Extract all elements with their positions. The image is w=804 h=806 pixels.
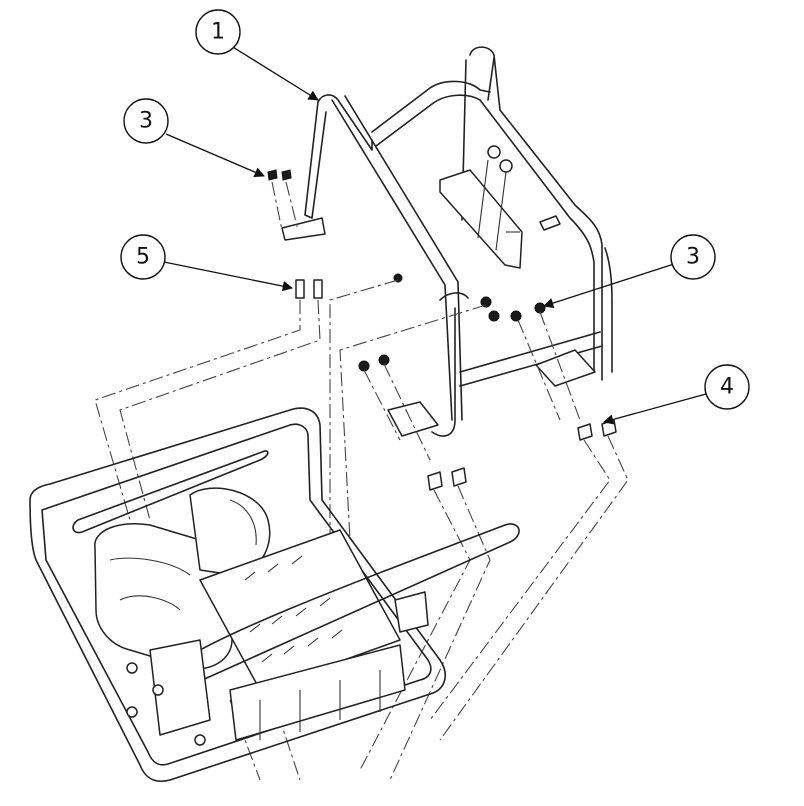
callout-3-left-label: 3 (139, 109, 153, 134)
base-plate-assembly (29, 407, 520, 782)
deck-slots (244, 555, 343, 663)
callout-5: 5 (120, 234, 294, 292)
callout-3-right-label: 3 (686, 245, 700, 270)
callout-4-label: 4 (720, 375, 734, 400)
callout-1-label: 1 (211, 20, 225, 45)
callout-3-right: 3 (543, 234, 716, 309)
callout-3-left: 3 (123, 98, 265, 178)
callout-4: 4 (602, 364, 750, 425)
callout-5-label: 5 (136, 245, 150, 270)
callout-1: 1 (195, 9, 319, 101)
handle-frame (281, 46, 613, 437)
